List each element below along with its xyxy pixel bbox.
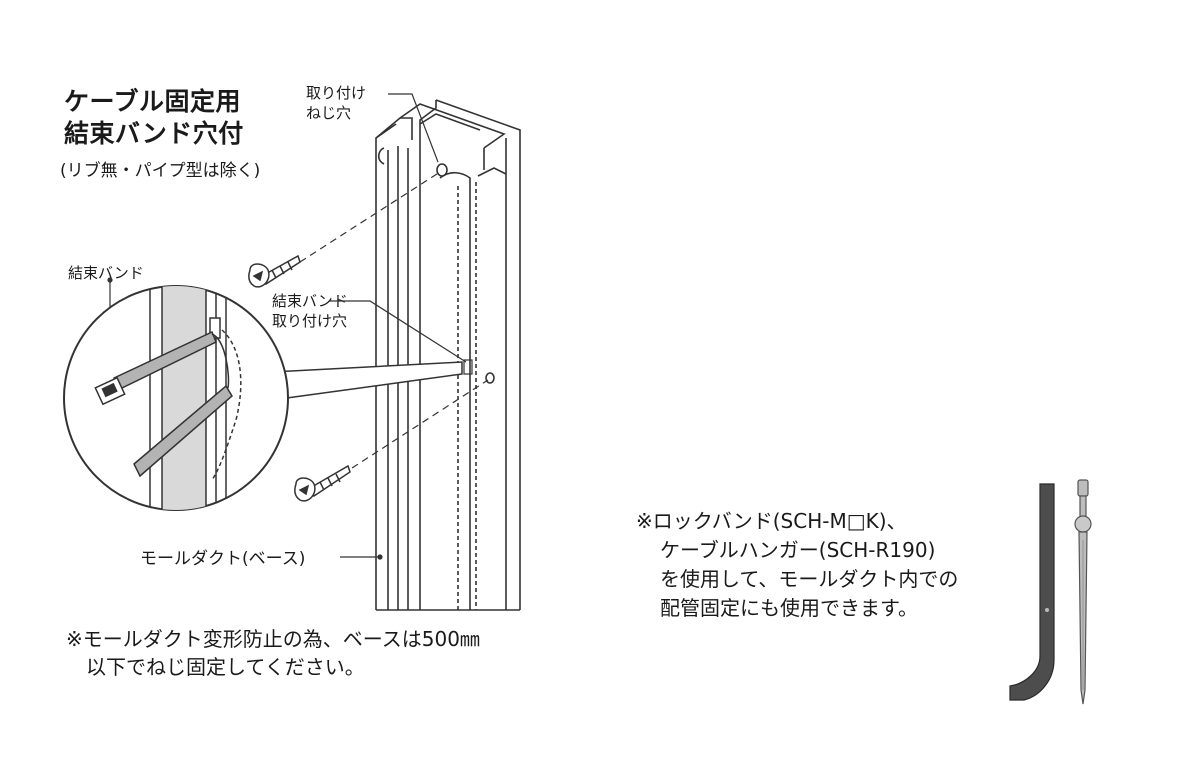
magnifier-detail: [63, 285, 289, 511]
bottom-note-line1: ※モールダクト変形防止の為、ベースは500㎜: [66, 627, 480, 651]
heading-line2: 結束バンド穴付: [64, 119, 244, 148]
cable-hanger-icon: [1009, 483, 1055, 701]
screw-upper-icon: [248, 254, 301, 288]
screw-hole-label-line1: 取り付け: [306, 84, 367, 102]
bottom-note-line2: 以下でねじ固定してください。: [86, 655, 365, 679]
right-note-line4: 配管固定にも使用できます。: [660, 596, 918, 620]
right-note-line3: を使用して、モールダクト内での: [660, 567, 959, 591]
band-hole-label-line2: 取り付け穴: [272, 312, 348, 330]
duct-base-drawing: [375, 99, 521, 611]
lock-band-icon: [1074, 479, 1092, 705]
magnifier-cone: [271, 361, 463, 401]
cable-tie-band: [94, 330, 233, 478]
screw-hole-label-line2: ねじ穴: [306, 104, 352, 122]
band-label: 結束バンド: [68, 264, 144, 282]
band-hole-label-line1: 結束バンド: [272, 292, 348, 310]
screw-lower-icon: [294, 464, 351, 502]
duct-base-label: モールダクト(ベース): [140, 549, 306, 569]
right-note-line2: ケーブルハンガー(SCH-R190): [660, 538, 936, 562]
heading-line1: ケーブル固定用: [64, 87, 242, 116]
heading-subtitle: (リブ無・パイプ型は除く): [60, 161, 261, 181]
right-note-line1: ※ロックバンド(SCH-M□K)、: [636, 509, 907, 533]
